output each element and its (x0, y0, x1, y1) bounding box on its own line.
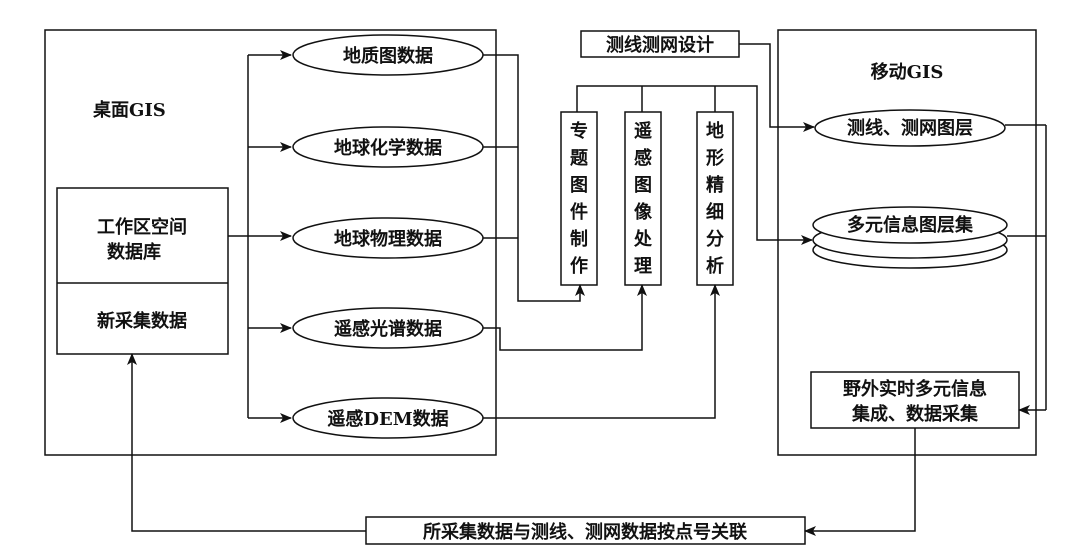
connector-field-to-bottom (804, 428, 916, 536)
workspace-label-line1: 工作区空间 (97, 216, 187, 238)
proc-1-char-3: 像 (634, 202, 653, 223)
mobile-gis-title: 移动GIS (871, 61, 944, 83)
connector-dem-to-terrain (483, 284, 720, 419)
field-collection-line2: 集成、数据采集 (851, 403, 979, 425)
desktop-gis-box (44, 29, 497, 456)
dataset-label-1: 地球化学数据 (334, 137, 442, 159)
trunk-geology-to-thematic (483, 54, 585, 302)
dataset-label-0: 地质图数据 (343, 45, 433, 67)
proc-0-char-4: 制 (570, 229, 588, 250)
connector-design-to-layer (739, 43, 815, 132)
new-data-label: 新采集数据 (97, 310, 187, 332)
proc-2-char-1: 形 (706, 148, 724, 169)
proc-0-char-3: 件 (570, 201, 588, 223)
proc-2-char-3: 细 (706, 201, 724, 223)
proc-1-char-5: 理 (634, 256, 652, 277)
desktop-gis-title: 桌面GIS (92, 100, 166, 121)
proc-1-char-1: 感 (634, 147, 652, 169)
processing-top-bus (576, 85, 813, 245)
proc-2-char-2: 精 (706, 174, 724, 196)
survey-layer-label: 测线、测网图层 (847, 117, 973, 139)
info-layers-stack-1 (812, 206, 1008, 244)
bottom-link-label: 所采集数据与测线、测网数据按点号关联 (423, 521, 747, 543)
proc-0-char-1: 题 (570, 148, 589, 169)
proc-1-char-4: 处 (633, 228, 653, 250)
proc-1-char-2: 图 (634, 175, 652, 196)
workspace-box (56, 187, 229, 355)
field-collection-line1: 野外实时多元信息 (843, 378, 987, 400)
dataset-label-4: 遥感DEM数据 (327, 408, 448, 430)
info-layers-label: 多元信息图层集 (847, 214, 974, 236)
proc-2-char-4: 分 (706, 229, 724, 250)
dataset-label-3: 遥感光谱数据 (334, 318, 442, 340)
dataset-label-2: 地球物理数据 (334, 228, 442, 250)
proc-1-char-0: 遥 (634, 121, 652, 142)
connector-spectral-to-rs (483, 284, 647, 351)
proc-2-char-0: 地 (706, 120, 724, 142)
mobile-gis-box (777, 29, 1037, 456)
proc-0-char-5: 作 (570, 255, 588, 277)
workspace-label-line2: 数据库 (107, 241, 161, 263)
proc-0-char-0: 专 (570, 120, 588, 142)
proc-2-char-5: 析 (706, 255, 724, 277)
survey-design-label: 测线测网设计 (606, 34, 714, 56)
survey-layer-node (814, 109, 1006, 147)
proc-0-char-2: 图 (570, 175, 588, 196)
connector-bottom-to-new-data (127, 353, 366, 532)
